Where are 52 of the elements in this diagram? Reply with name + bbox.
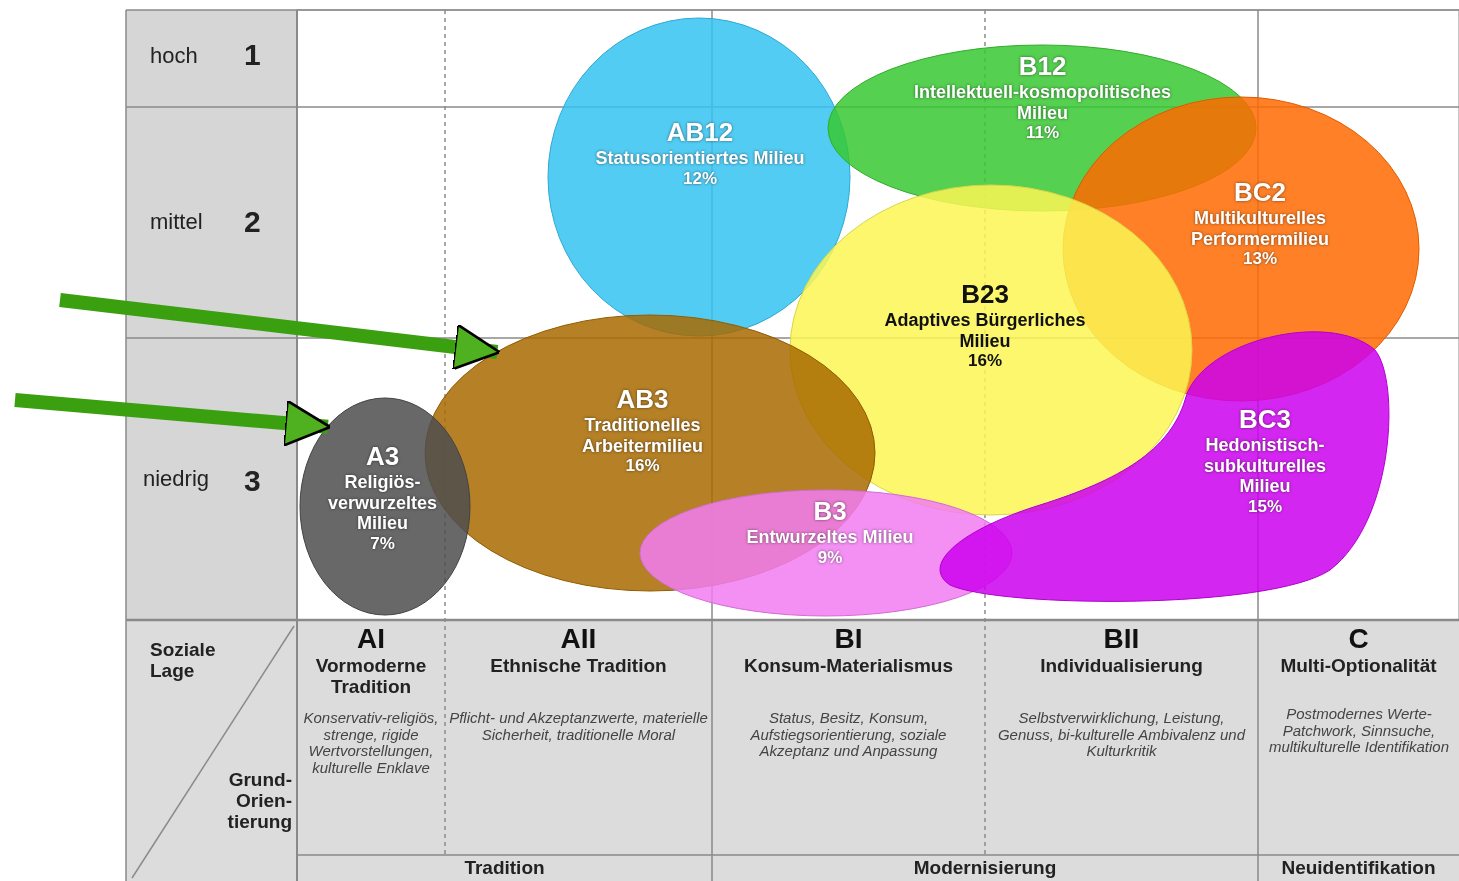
column-code: BII	[1102, 624, 1141, 655]
milieu-share: 7%	[369, 533, 396, 554]
column-heading: Ethnische Tradition	[489, 656, 668, 677]
group-label: Tradition	[463, 858, 546, 879]
row-label: niedrig	[143, 467, 211, 492]
milieu-name: Religiös-verwurzeltes Milieu	[326, 471, 439, 534]
column-code: AI	[356, 624, 386, 655]
axis-label: Soziale Lage	[150, 640, 217, 682]
milieu-name: Traditionelles Arbeitermilieu	[580, 414, 704, 457]
group-label: Modernisierung	[912, 858, 1058, 879]
milieu-share: 11%	[1024, 123, 1061, 143]
milieu-share: 13%	[1242, 249, 1278, 269]
milieu-name: Intellektuell-kosmopolitisches Milieu	[912, 81, 1173, 124]
row-label: mittel	[150, 210, 204, 235]
milieu-share: 16%	[624, 456, 661, 476]
column-description: Pflicht- und Akzeptanzwerte, materielle Sicherheit, traditionelle Moral	[448, 710, 709, 743]
arrow	[59, 293, 501, 371]
column-code: BI	[833, 624, 864, 655]
milieu-code: AB12	[665, 118, 735, 148]
milieu-share: 9%	[816, 547, 844, 568]
milieu-code: A3	[364, 442, 401, 472]
milieu-share: 12%	[682, 168, 718, 189]
milieu-code: AB3	[615, 385, 670, 415]
milieu-name: Adaptives Bürgerliches Milieu	[883, 309, 1087, 352]
column-description: Selbstverwirklichung, Leistung, Genuss, bi-kulturelle Ambivalenz und Kulturkritik	[996, 710, 1247, 760]
row-number: 3	[244, 464, 262, 497]
row-number: 1	[244, 38, 262, 71]
milieu-code: BC2	[1233, 178, 1287, 208]
column-heading: Konsum-Materialismus	[742, 656, 954, 677]
column-code: C	[1347, 624, 1370, 655]
arrow	[14, 393, 332, 447]
group-label: Neuidentifikation	[1280, 858, 1437, 879]
milieu-code: B12	[1017, 52, 1068, 82]
column-description: Status, Besitz, Konsum, Aufstiegsorientierung, soziale Akzeptanz und Anpassung	[749, 710, 948, 760]
milieu-share: 16%	[967, 351, 1003, 371]
column-description: Postmodernes Werte-Patchwork, Sinnsuche, multikulturelle Identifikation	[1267, 706, 1451, 756]
column-code: AII	[559, 624, 598, 655]
column-heading: Vormoderne Tradition	[314, 656, 428, 698]
column-heading: Individualisierung	[1039, 656, 1204, 677]
milieu-code: B3	[812, 497, 848, 527]
column-description: Konservativ-religiös, strenge, rigide Wertvorstellungen, kulturelle Enklave	[302, 710, 440, 776]
row-label: hoch	[150, 44, 199, 69]
axis-label: Grund-Orien-tierung	[226, 770, 292, 833]
column-heading: Multi-Optionalität	[1279, 656, 1438, 677]
milieu-name: Entwurzeltes Milieu	[745, 526, 915, 548]
row-number: 2	[244, 205, 262, 238]
milieu-name: Multikulturelles Performermilieu	[1189, 207, 1331, 250]
milieu-name: Statusorientiertes Milieu	[594, 147, 806, 169]
milieu-share: 15%	[1247, 496, 1283, 517]
milieu-code: B23	[960, 280, 1010, 310]
milieu-code: BC3	[1238, 405, 1292, 435]
milieu-name: Hedonistisch-subkulturelles Milieu	[1202, 434, 1327, 497]
